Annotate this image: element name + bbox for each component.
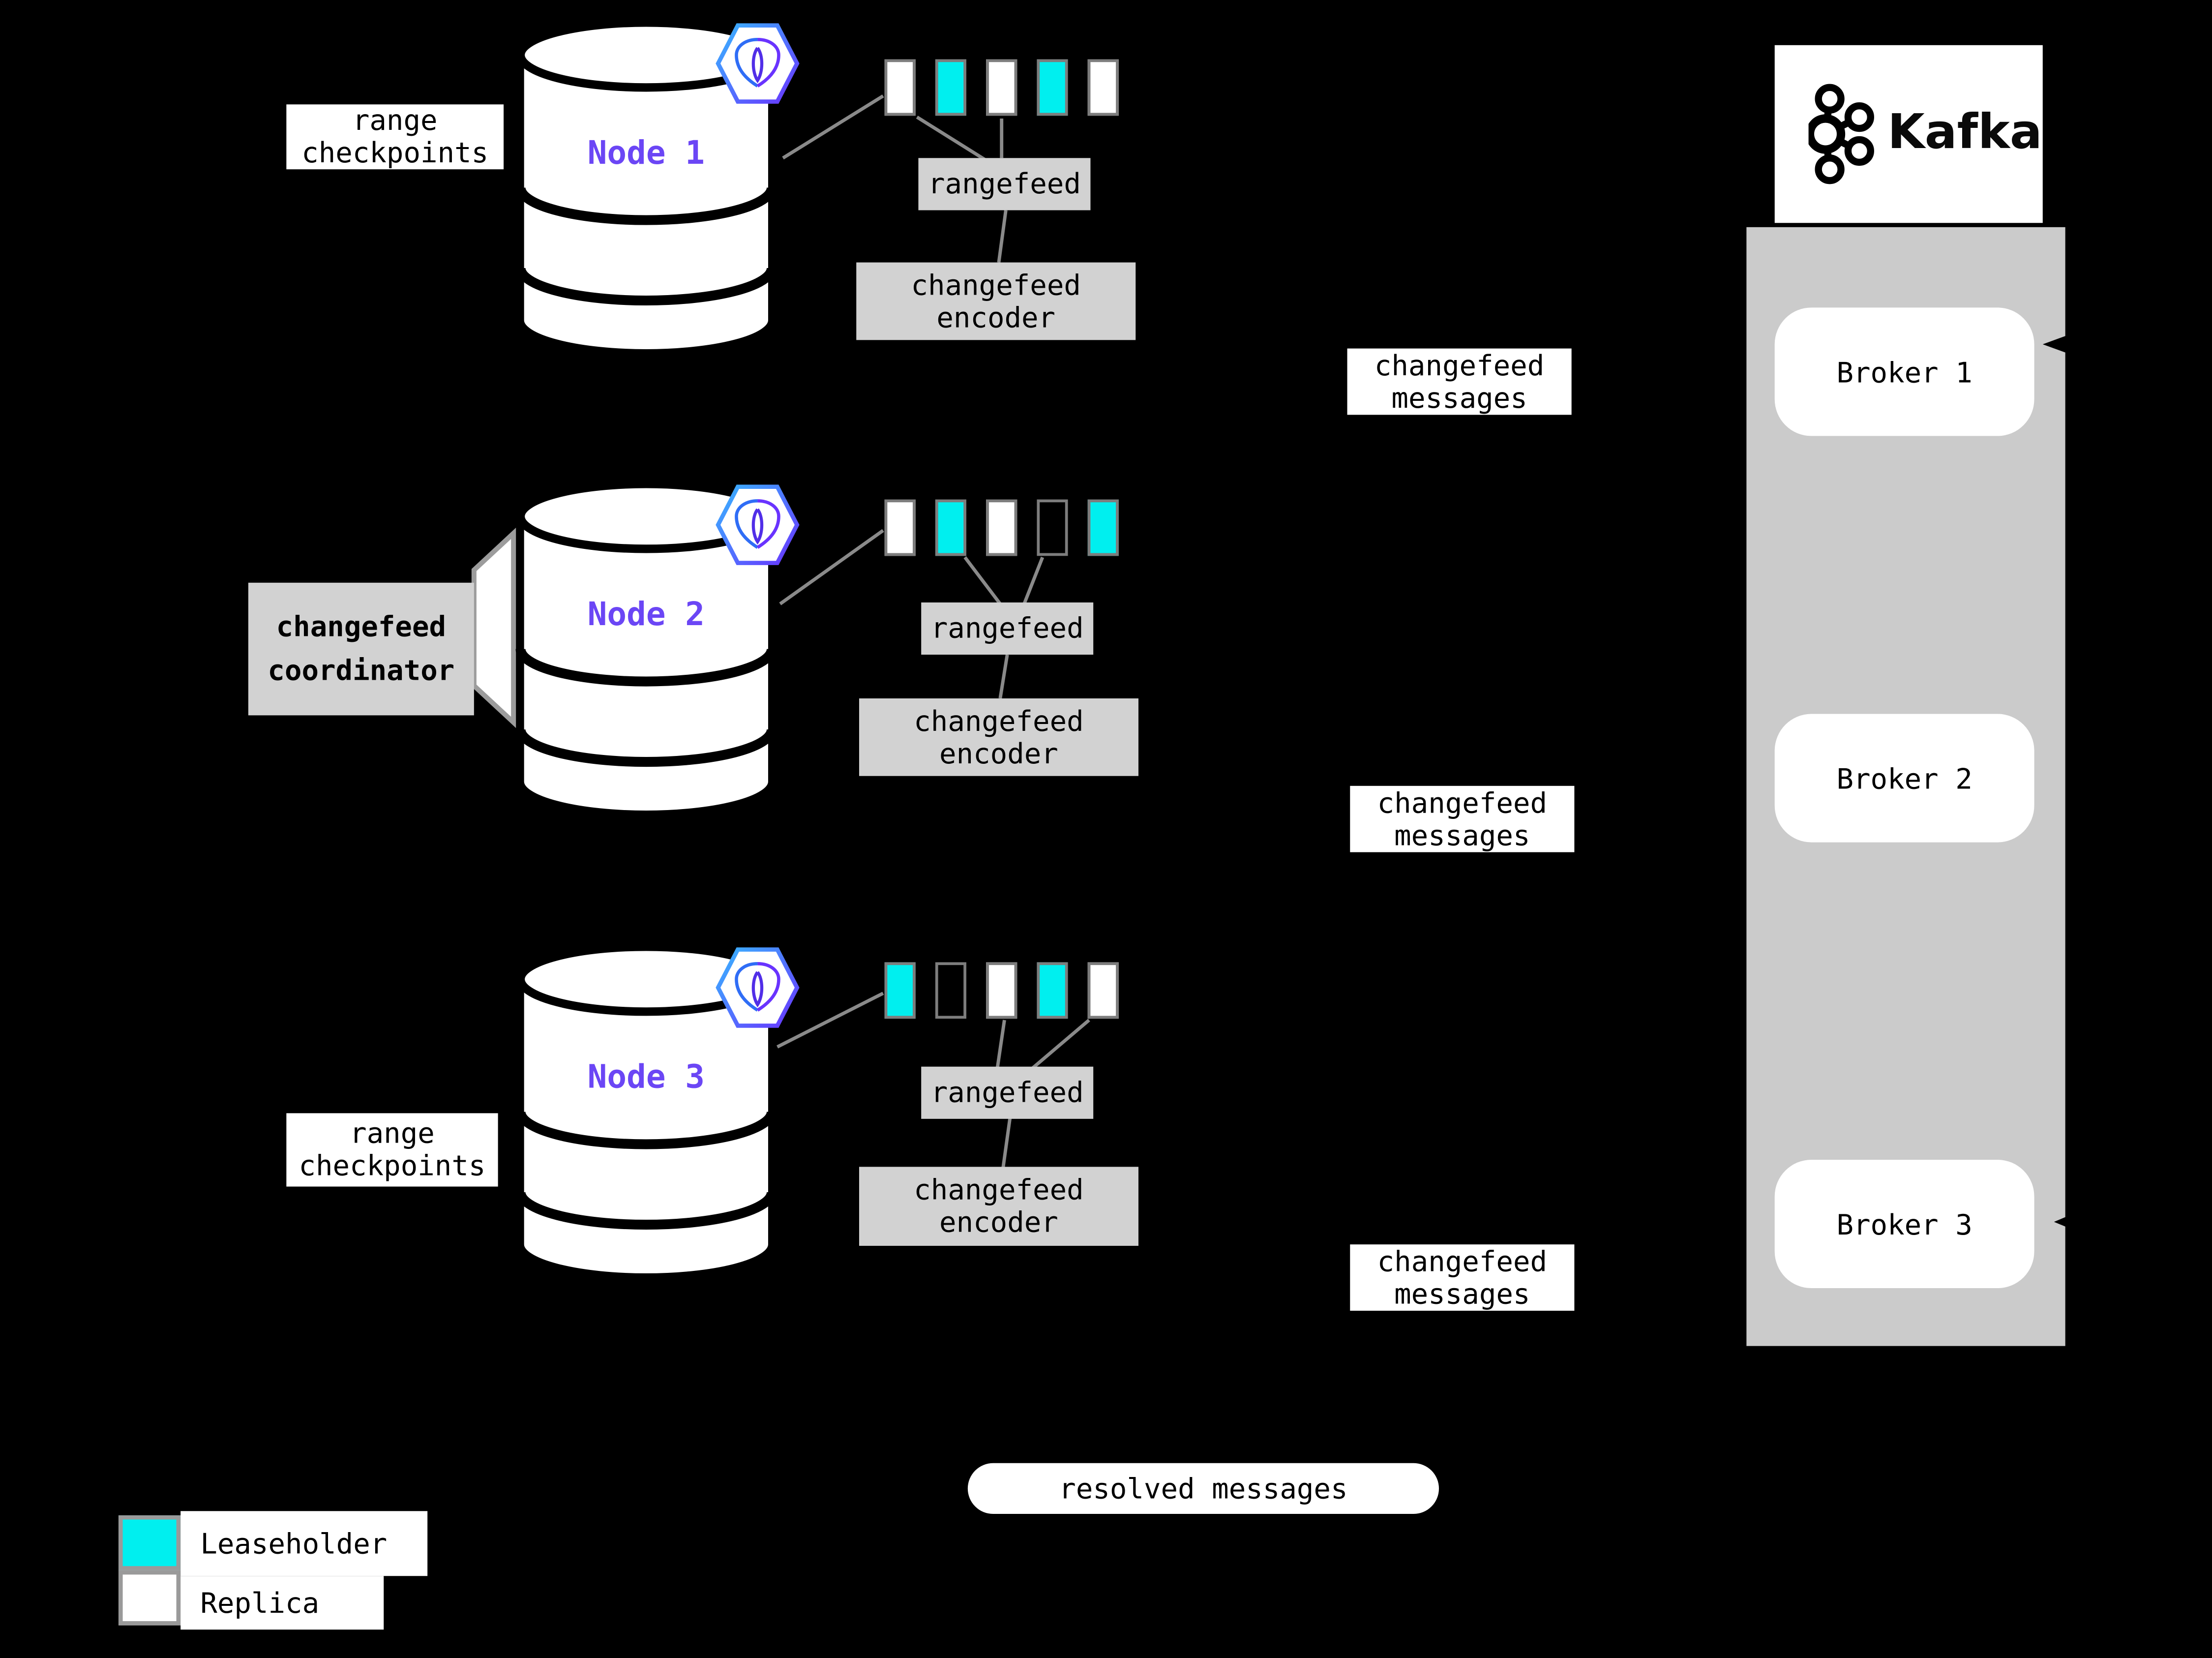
range-replica (986, 499, 1017, 556)
legend-leaseholder-swatch (118, 1515, 181, 1570)
broker-2: Broker 2 (1774, 714, 2034, 843)
encoder-line: changefeed (914, 1172, 1084, 1206)
legend-text: Replica (200, 1586, 320, 1620)
range-replica (986, 962, 1017, 1019)
range-leaseholder (1087, 499, 1119, 556)
encoder-line: changefeed (911, 267, 1081, 301)
messages-line: messages (1394, 1276, 1530, 1310)
cockroachdb-icon (716, 484, 800, 565)
broker-label: Broker 1 (1836, 355, 1973, 389)
cockroachdb-icon (716, 947, 800, 1028)
legend-leaseholder-label: Leaseholder (180, 1511, 428, 1576)
range-replica (986, 59, 1017, 116)
range-empty (935, 962, 967, 1019)
changefeed-messages-label-node1: changefeed messages (1347, 348, 1572, 415)
range-row-node2 (884, 499, 1119, 556)
messages-line: messages (1394, 817, 1530, 852)
database-cylinder-node3 (515, 942, 777, 1281)
encoder-line: encoder (939, 735, 1058, 770)
encoder-line: encoder (936, 300, 1056, 334)
range-empty (1037, 499, 1068, 556)
range-replica (1087, 59, 1119, 116)
rangefeed-label: rangefeed (930, 611, 1084, 645)
label-line: checkpoints (299, 1148, 486, 1182)
changefeed-encoder-box-node3: changefeed encoder (859, 1167, 1138, 1246)
legend-replica-label: Replica (180, 1576, 384, 1630)
range-checkpoints-label-node3: range checkpoints (286, 1113, 498, 1187)
cockroachdb-icon (716, 23, 800, 104)
rangefeed-label: rangefeed (928, 166, 1081, 201)
changefeed-messages-label-node3: changefeed messages (1350, 1243, 1575, 1311)
database-cylinder-node2 (515, 480, 777, 818)
kafka-logo-icon (1808, 84, 1874, 184)
messages-line: messages (1391, 380, 1527, 414)
encoder-line: changefeed (914, 703, 1084, 737)
rangefeed-box-node2: rangefeed (921, 602, 1094, 655)
label-line: checkpoints (301, 135, 489, 170)
database-cylinder-node1 (515, 18, 777, 357)
legend-replica-swatch (118, 1570, 181, 1626)
range-replica (1087, 962, 1119, 1019)
range-checkpoints-label-node1: range checkpoints (286, 103, 504, 170)
label-line: range (350, 1116, 435, 1150)
messages-line: changefeed (1377, 1243, 1548, 1278)
coordinator-line: coordinator (268, 653, 455, 688)
rangefeed-label: rangefeed (930, 1075, 1084, 1109)
changefeed-coordinator-label: changefeed coordinator (248, 582, 474, 716)
messages-line: changefeed (1374, 348, 1545, 382)
arrowhead-icon (2054, 1214, 2071, 1229)
changefeed-encoder-box-node2: changefeed encoder (859, 698, 1138, 776)
range-replica (884, 59, 916, 116)
range-row-node1 (884, 59, 1119, 116)
range-leaseholder (1037, 962, 1068, 1019)
rangefeed-box-node1: rangefeed (918, 158, 1091, 211)
legend-text: Leaseholder (200, 1526, 388, 1561)
node3-title: Node 3 (587, 1059, 705, 1096)
range-leaseholder (935, 59, 967, 116)
broker-label: Broker 2 (1836, 761, 1973, 795)
range-leaseholder (884, 962, 916, 1019)
broker-1: Broker 1 (1774, 307, 2034, 436)
resolved-messages-label: resolved messages (1059, 1471, 1348, 1506)
encoder-line: encoder (939, 1205, 1058, 1239)
label-line: range (352, 103, 438, 137)
changefeed-encoder-box-node1: changefeed encoder (856, 262, 1136, 340)
broker-3: Broker 3 (1774, 1160, 2034, 1289)
node1-title: Node 1 (587, 135, 705, 172)
broker-label: Broker 3 (1836, 1207, 1973, 1241)
range-replica (884, 499, 916, 556)
messages-line: changefeed (1377, 785, 1548, 819)
rangefeed-box-node3: rangefeed (921, 1066, 1094, 1119)
range-leaseholder (935, 499, 967, 556)
changefeed-messages-label-node2: changefeed messages (1350, 785, 1575, 852)
node2-title: Node 2 (587, 597, 705, 634)
arrowhead-icon (2042, 332, 2074, 356)
range-row-node3 (884, 962, 1119, 1019)
kafka-logo-box: Kafka (1774, 45, 2043, 223)
range-leaseholder (1037, 59, 1068, 116)
kafka-wordmark: Kafka (1887, 104, 2042, 161)
coordinator-line: changefeed (276, 609, 447, 644)
resolved-messages-pill: resolved messages (967, 1463, 1439, 1514)
